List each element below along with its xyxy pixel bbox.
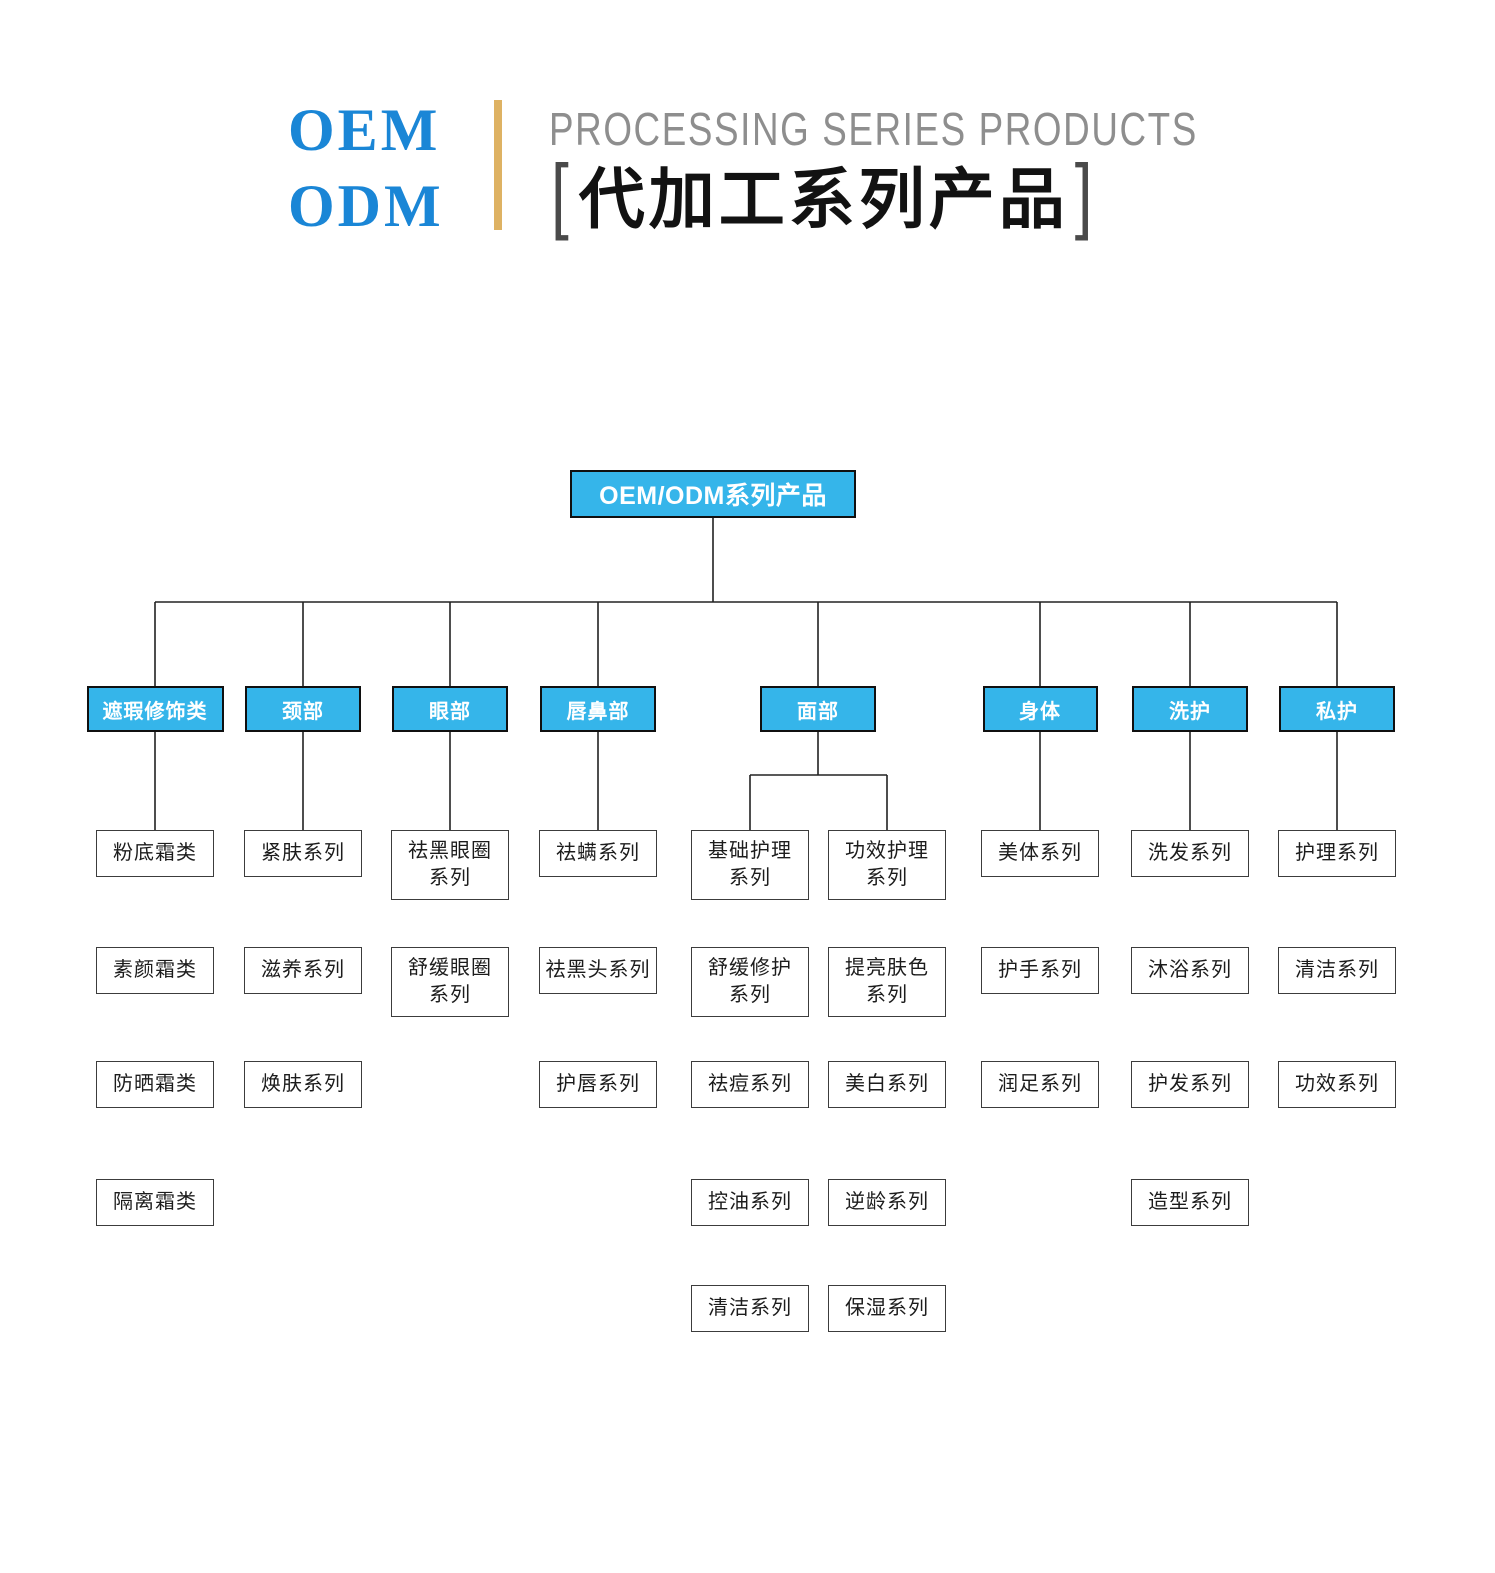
tree-branch-node: 唇鼻部 [540, 686, 656, 732]
tree-leaf-node: 紧肤系列 [244, 830, 362, 877]
tree-leaf-node: 清洁系列 [691, 1285, 809, 1332]
tree-leaf-node: 美体系列 [981, 830, 1099, 877]
tree-branch-node: 身体 [982, 686, 1098, 732]
tree-leaf-node: 祛螨系列 [539, 830, 657, 877]
tree-leaf-node: 护发系列 [1131, 1061, 1249, 1108]
tree-leaf-node: 洗发系列 [1131, 830, 1249, 877]
tree-branch-node: 面部 [760, 686, 876, 732]
oem-odm-logo: OEM ODM [288, 92, 444, 244]
tree-branch-node: 遮瑕修饰类 [86, 686, 224, 732]
tree-leaf-node: 基础护理 系列 [691, 830, 809, 900]
logo-line-oem: OEM [288, 97, 441, 163]
tree-branch-node: 私护 [1279, 686, 1395, 732]
tree-leaf-node: 舒缓眼圈 系列 [391, 947, 509, 1017]
tree-leaf-node: 功效护理 系列 [828, 830, 946, 900]
tree-leaf-node: 防晒霜类 [96, 1061, 214, 1108]
tree-leaf-node: 保湿系列 [828, 1285, 946, 1332]
tree-leaf-node: 造型系列 [1131, 1179, 1249, 1226]
tree-leaf-node: 粉底霜类 [96, 830, 214, 877]
page-title: [ 代加工系列产品 ] [545, 146, 1103, 242]
tree-leaf-node: 护手系列 [981, 947, 1099, 994]
tree-leaf-node: 润足系列 [981, 1061, 1099, 1108]
tree-leaf-node: 提亮肤色 系列 [828, 947, 946, 1017]
tree-leaf-node: 隔离霜类 [96, 1179, 214, 1226]
tree-leaf-node: 舒缓修护 系列 [691, 947, 809, 1017]
tree-leaf-node: 祛痘系列 [691, 1061, 809, 1108]
tree-leaf-node: 护唇系列 [539, 1061, 657, 1108]
tree-leaf-node: 素颜霜类 [96, 947, 214, 994]
tree-leaf-node: 沐浴系列 [1131, 947, 1249, 994]
tree-leaf-node: 焕肤系列 [244, 1061, 362, 1108]
subtitle-english: PROCESSING SERIES PRODUCTS [549, 103, 1198, 155]
tree-leaf-node: 祛黑眼圈 系列 [391, 830, 509, 900]
tree-branch-node: 眼部 [392, 686, 508, 732]
page-title-text: 代加工系列产品 [578, 162, 1069, 236]
tree-leaf-node: 祛黑头系列 [539, 947, 657, 994]
tree-branch-node: 洗护 [1132, 686, 1248, 732]
tree-leaf-node: 美白系列 [828, 1061, 946, 1108]
tree-branch-node: 颈部 [245, 686, 361, 732]
left-bracket: [ [551, 146, 573, 242]
gold-divider-bar [494, 100, 502, 230]
right-bracket: ] [1074, 146, 1097, 242]
tree-leaf-node: 清洁系列 [1278, 947, 1396, 994]
logo-line-odm: ODM [288, 173, 444, 239]
tree-leaf-node: 控油系列 [691, 1179, 809, 1226]
tree-leaf-node: 功效系列 [1278, 1061, 1396, 1108]
tree-leaf-node: 滋养系列 [244, 947, 362, 994]
tree-leaf-node: 护理系列 [1278, 830, 1396, 877]
tree-leaf-node: 逆龄系列 [828, 1179, 946, 1226]
root-node: OEM/ODM系列产品 [570, 470, 856, 518]
